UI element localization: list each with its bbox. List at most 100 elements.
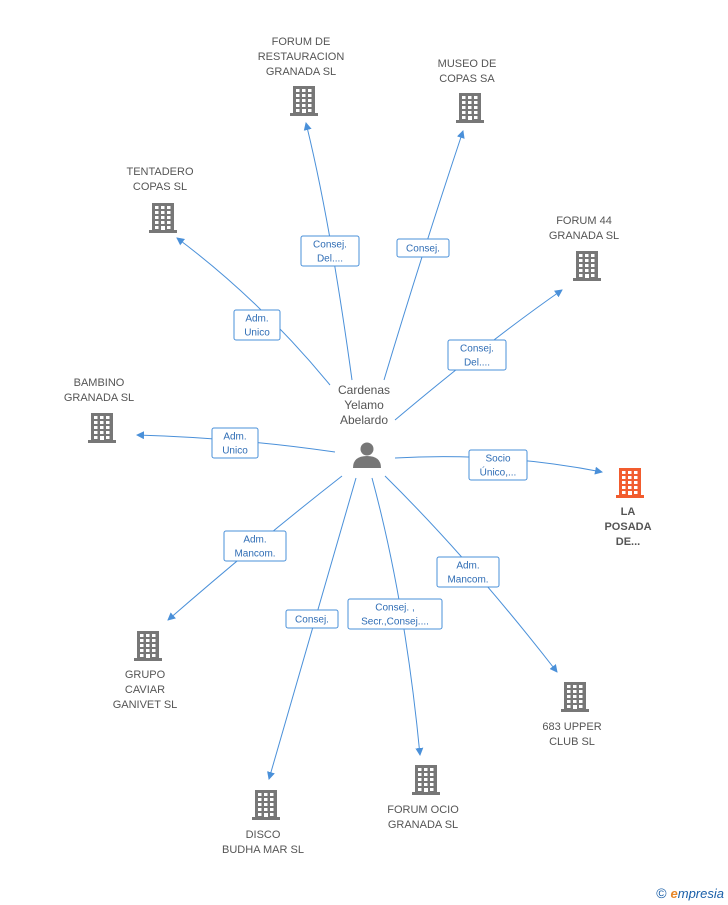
- company-label-line: FORUM DE: [272, 36, 331, 48]
- company-label-line: RESTAURACION: [258, 51, 345, 63]
- company-label-line: 683 UPPER: [542, 721, 601, 733]
- company-label-line: GRANADA SL: [549, 230, 619, 242]
- edge-label-text-line: Consej.: [295, 615, 329, 626]
- person-label-line: Abelardo: [340, 413, 388, 427]
- company-label-line: POSADA: [604, 521, 651, 533]
- edge-label-box: [436, 556, 500, 588]
- edge-label-box: [211, 427, 259, 459]
- building-icon: [134, 631, 162, 661]
- edge-label-text-line: Del....: [317, 254, 343, 265]
- company-node-bambino[interactable]: BAMBINO GRANADA SL: [64, 377, 134, 443]
- edge-label-grupo-caviar[interactable]: Adm. Mancom.: [223, 530, 287, 562]
- edge-label-text: Consej.Del....: [313, 240, 347, 265]
- building-icon: [456, 93, 484, 123]
- edge-label-text-line: Mancom.: [234, 549, 275, 560]
- edge-label-box: [468, 449, 528, 481]
- company-label-line: COPAS SA: [439, 73, 495, 85]
- edge-label-box: [300, 235, 360, 267]
- edge-label-text: Consej. Del....: [460, 344, 494, 369]
- person-label-line: Yelamo: [344, 398, 384, 412]
- edge-label-text: Consej.: [406, 244, 440, 255]
- company-label-line: GRANADA SL: [388, 819, 458, 831]
- edge-label-683-upper[interactable]: Adm.Mancom.: [436, 556, 500, 588]
- company-label: BAMBINO GRANADA SL: [64, 377, 134, 404]
- edge-label-text-line: Adm.: [243, 535, 266, 546]
- company-node-disco-budha[interactable]: DISCO BUDHA MAR SL: [222, 790, 304, 856]
- edge-label-box: [223, 530, 287, 562]
- edge-label-text: Adm.Mancom.: [447, 561, 488, 586]
- brand-name: mpresia: [677, 886, 724, 901]
- company-label-line: FORUM OCIO: [387, 804, 459, 816]
- building-icon: [412, 765, 440, 795]
- brand-initial: e: [670, 886, 678, 901]
- edge-label-text-line: Socio: [485, 454, 510, 465]
- building-icon: [88, 413, 116, 443]
- company-node-forum-ocio[interactable]: FORUM OCIO GRANADA SL: [387, 765, 459, 831]
- company-node-la-posada[interactable]: LA POSADA DE...: [604, 468, 652, 548]
- company-label-line: GANIVET SL: [113, 699, 178, 711]
- company-node-683-upper[interactable]: 683 UPPER CLUB SL: [542, 682, 602, 748]
- building-icon: [149, 203, 177, 233]
- edge-label-disco-budha[interactable]: Consej.: [285, 609, 339, 629]
- building-icon: [616, 468, 644, 498]
- edge-label-text: Consej.: [295, 615, 329, 626]
- company-label-line: LA: [621, 506, 636, 518]
- edge-label-text-line: Consej. ,: [375, 603, 414, 614]
- company-label: DISCO BUDHA MAR SL: [222, 829, 304, 856]
- edge-label-museo-copas[interactable]: Consej.: [396, 238, 450, 258]
- company-label-line: TENTADERO: [126, 166, 193, 178]
- company-label-line: CLUB SL: [549, 736, 595, 748]
- edge-museo-copas: [383, 130, 465, 381]
- edge-label-text: Adm. Mancom.: [234, 535, 275, 560]
- company-label: FORUM OCIO GRANADA SL: [387, 804, 459, 831]
- company-label-line: FORUM 44: [556, 215, 612, 227]
- edge-label-text-line: Secr.,Consej....: [361, 617, 429, 628]
- edge-label-box: [396, 238, 450, 258]
- edge-label-tentadero-copas[interactable]: Adm.Unico: [233, 309, 281, 341]
- edge-label-text: Consej. , Secr.,Consej....: [361, 603, 429, 628]
- company-label-line: DE...: [616, 536, 640, 548]
- company-label-line: CAVIAR: [125, 684, 165, 696]
- edge-label-text: Adm.Unico: [222, 432, 248, 457]
- edge-tentadero-copas: [176, 237, 331, 386]
- company-label: MUSEO DE COPAS SA: [438, 58, 497, 85]
- person-label-line: Cardenas: [338, 383, 390, 397]
- company-node-museo-copas[interactable]: MUSEO DE COPAS SA: [438, 58, 497, 123]
- company-label: FORUM 44 GRANADA SL: [549, 215, 619, 242]
- edge-label-forum-44[interactable]: Consej. Del....: [447, 339, 507, 371]
- building-icon: [561, 682, 589, 712]
- edge-label-forum-ocio[interactable]: Consej. , Secr.,Consej....: [347, 598, 443, 630]
- company-label-line: MUSEO DE: [438, 58, 497, 70]
- edge-label-forum-restauracion[interactable]: Consej.Del....: [300, 235, 360, 267]
- edge-label-text-line: Unico: [222, 446, 248, 457]
- edge-label-text-line: Adm.: [456, 561, 479, 572]
- company-label-line: GRANADA SL: [64, 392, 134, 404]
- edge-label-text-line: Consej.: [460, 344, 494, 355]
- edge-label-bambino[interactable]: Adm.Unico: [211, 427, 259, 459]
- person-icon: [353, 442, 381, 468]
- company-label-line: BAMBINO: [74, 377, 125, 389]
- edge-label-box: [233, 309, 281, 341]
- copyright-icon: ©: [656, 885, 667, 901]
- building-icon: [290, 86, 318, 116]
- edge-label-box: [285, 609, 339, 629]
- edge-label-text-line: Único,...: [480, 466, 517, 479]
- company-label-line: BUDHA MAR SL: [222, 844, 304, 856]
- edge-label-text-line: Del....: [464, 358, 490, 369]
- company-label: 683 UPPER CLUB SL: [542, 721, 601, 748]
- company-node-forum-44[interactable]: FORUM 44 GRANADA SL: [549, 215, 619, 281]
- company-label-line: DISCO: [246, 829, 281, 841]
- company-label: LA POSADA DE...: [604, 506, 651, 548]
- edge-label-text: Adm.Unico: [244, 314, 270, 339]
- brand-footer: ©empresia: [656, 885, 724, 901]
